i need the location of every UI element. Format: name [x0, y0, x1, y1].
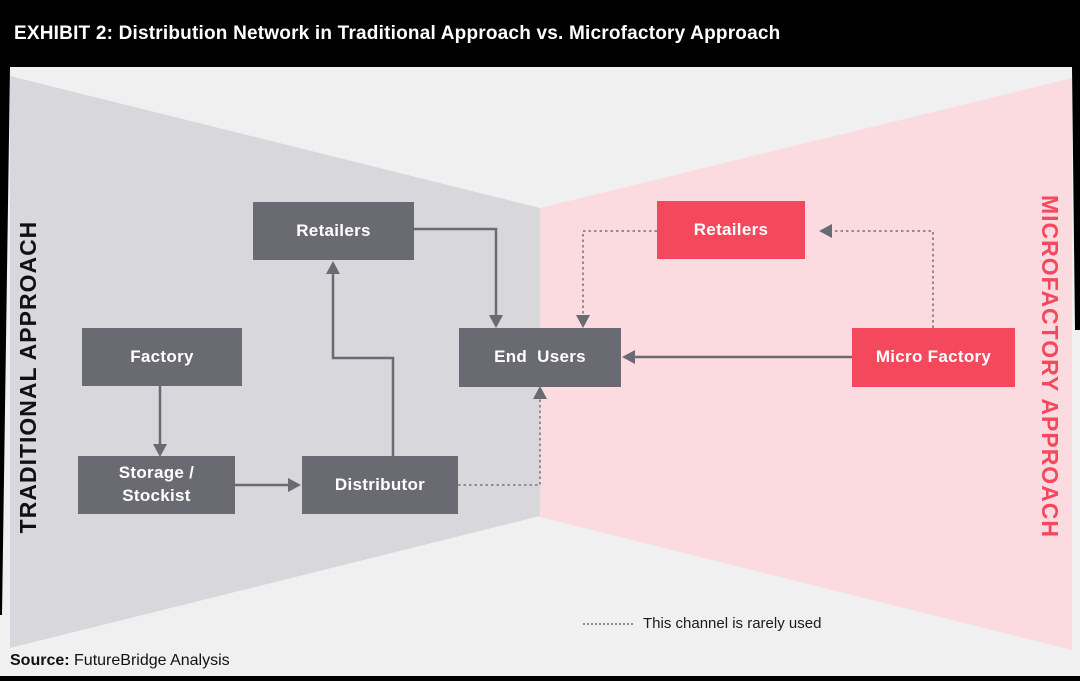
- legend-text: This channel is rarely used: [643, 615, 822, 632]
- arrow-microfactory-to-endusers: [622, 350, 852, 364]
- exhibit-title: EXHIBIT 2: Distribution Network in Tradi…: [14, 22, 781, 44]
- node-retailers-micro: Retailers: [657, 201, 805, 259]
- node-storage-stockist: Storage / Stockist: [78, 456, 235, 514]
- arrow-storage-to-distributor: [235, 478, 301, 492]
- dotted-arrow-retailers-to-endusers: [576, 230, 657, 328]
- traditional-approach-label: TRADITIONAL APPROACH: [15, 220, 41, 534]
- source-note: Source: FutureBridge Analysis: [10, 652, 230, 670]
- node-micro-factory: Micro Factory: [852, 328, 1015, 387]
- node-distributor: Distributor: [302, 456, 458, 514]
- node-factory: Factory: [82, 328, 242, 386]
- legend-rarely-used: This channel is rarely used: [583, 615, 821, 632]
- dotted-line-sample: [583, 622, 633, 625]
- exhibit-header: EXHIBIT 2: Distribution Network in Tradi…: [0, 0, 1080, 67]
- source-text: FutureBridge Analysis: [74, 652, 230, 669]
- bottom-edge-bar: [0, 676, 1080, 681]
- arrow-retailers-to-endusers: [414, 227, 503, 328]
- microfactory-approach-label: MICROFACTORY APPROACH: [1037, 195, 1063, 539]
- dotted-arrow-microfactory-to-retailers: [819, 224, 934, 328]
- arrow-distributor-to-retailers: [326, 261, 395, 456]
- arrow-factory-to-storage: [153, 386, 167, 457]
- dotted-arrow-distributor-to-endusers: [458, 386, 547, 486]
- node-end-users: End Users: [459, 328, 621, 387]
- source-label: Source:: [10, 652, 70, 669]
- right-edge-bar: [1072, 67, 1080, 330]
- left-edge-bar: [0, 67, 10, 615]
- node-retailers-traditional: Retailers: [253, 202, 414, 260]
